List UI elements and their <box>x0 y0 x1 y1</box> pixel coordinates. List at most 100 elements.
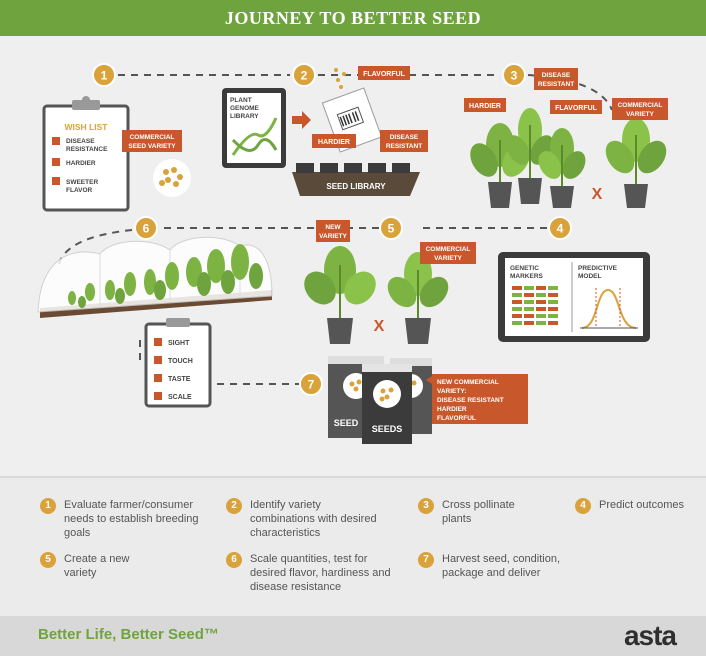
step-circle-7: 7 <box>299 372 323 396</box>
svg-text:SWEETER: SWEETER <box>66 179 98 186</box>
legend-number: 5 <box>40 552 56 568</box>
legend-text: Scale quantities, test for desired flavo… <box>250 553 391 593</box>
seed-dish <box>153 159 191 197</box>
legend-number: 2 <box>226 498 242 514</box>
svg-text:FLAVORFUL: FLAVORFUL <box>363 71 406 78</box>
svg-text:SIGHT: SIGHT <box>168 340 190 347</box>
seed-library-label: SEED LIBRARY <box>326 182 386 191</box>
svg-text:RESISTANT: RESISTANT <box>538 81 574 88</box>
legend-text: Cross pollinate plants <box>442 499 515 525</box>
svg-text:GENETIC: GENETIC <box>510 265 539 272</box>
journey-diagram: 1 2 3 4 5 6 7 WISH <box>37 63 668 444</box>
legend-item-6: 6 Scale quantities, test for desired fla… <box>226 552 400 594</box>
step-number: 5 <box>388 222 395 236</box>
greenhouse <box>37 236 273 318</box>
svg-text:LIBRARY: LIBRARY <box>230 113 259 120</box>
svg-text:COMMERCIAL: COMMERCIAL <box>426 246 471 253</box>
tagline: Better Life, Better Seed™ <box>38 626 219 643</box>
svg-text:DISEASE: DISEASE <box>542 72 571 79</box>
step-circle-2: 2 <box>292 63 316 87</box>
svg-text:TASTE: TASTE <box>168 376 191 383</box>
step-circle-4: 4 <box>548 216 572 240</box>
legend-text: Create a new variety <box>64 553 130 579</box>
hardier-tag-3: HARDIER <box>464 98 506 112</box>
svg-text:NEW: NEW <box>325 224 341 231</box>
predictive-tablet: GENETIC MARKERS PREDICTIVE MODEL <box>498 252 650 342</box>
marker-grid <box>512 286 558 325</box>
svg-text:DISEASE: DISEASE <box>66 138 95 145</box>
step-legend: 1 Evaluate farmer/consumer needs to esta… <box>0 476 706 618</box>
plant-commercial-variety <box>605 118 667 208</box>
svg-text:FLAVORFUL: FLAVORFUL <box>555 105 598 112</box>
step-number: 4 <box>557 222 564 236</box>
asta-logo: asta <box>623 620 677 651</box>
svg-text:COMMERCIAL: COMMERCIAL <box>130 134 175 141</box>
new-commercial-variety-tag: NEW COMMERCIAL VARIETY: DISEASE RESISTAN… <box>426 374 528 424</box>
hardier-tag-2: HARDIER <box>312 134 356 148</box>
footer: Better Life, Better Seed™ asta <box>0 616 706 656</box>
commercial-seed-variety-tag: COMMERCIAL SEED VARIETY <box>122 130 182 152</box>
new-variety-tag: NEW VARIETY <box>316 220 350 242</box>
legend-item-1: 1 Evaluate farmer/consumer needs to esta… <box>40 498 199 540</box>
step-circle-3: 3 <box>502 63 526 87</box>
page-title: JOURNEY TO BETTER SEED <box>224 8 482 28</box>
wishlist-clipboard: WISH LIST DISEASE RESISTANCE HARDIER SWE… <box>42 96 130 212</box>
step-number: 1 <box>101 69 108 83</box>
plant-commercial-5 <box>387 252 449 344</box>
seed-library-box: SEED LIBRARY <box>292 163 420 196</box>
legend-number: 3 <box>418 498 434 514</box>
legend-item-2: 2 Identify variety combinations with des… <box>226 498 385 540</box>
legend-text: Predict outcomes <box>599 499 684 511</box>
step-number: 7 <box>308 378 315 392</box>
flavorful-tag: FLAVORFUL <box>358 66 410 80</box>
svg-text:RESISTANT: RESISTANT <box>386 143 422 150</box>
svg-text:VARIETY: VARIETY <box>626 111 654 118</box>
header-banner: JOURNEY TO BETTER SEED <box>0 0 706 36</box>
step-number: 2 <box>301 69 308 83</box>
svg-text:SEED: SEED <box>334 418 359 428</box>
legend-number: 4 <box>575 498 591 514</box>
plant-new-variety <box>304 246 376 344</box>
legend-item-3: 3 Cross pollinate plants <box>418 498 542 526</box>
svg-text:HARDIER: HARDIER <box>318 139 350 146</box>
svg-text:PLANT: PLANT <box>230 97 252 104</box>
legend-number: 1 <box>40 498 56 514</box>
svg-text:DISEASE: DISEASE <box>390 134 419 141</box>
svg-text:RESISTANCE: RESISTANCE <box>66 146 108 153</box>
legend-item-7: 7 Harvest seed, condition, package and d… <box>418 552 572 580</box>
svg-text:HARDIER: HARDIER <box>66 160 96 167</box>
seed-bag-front: SEEDS <box>362 364 412 444</box>
step-circle-1: 1 <box>92 63 116 87</box>
svg-text:VARIETY: VARIETY <box>434 255 462 262</box>
commercial-variety-tag-3: COMMERCIAL VARIETY <box>612 98 668 120</box>
svg-text:TOUCH: TOUCH <box>168 358 193 365</box>
step-number: 6 <box>143 222 150 236</box>
svg-text:FLAVOR: FLAVOR <box>66 187 93 194</box>
legend-text: Identify variety combinations with desir… <box>250 499 377 539</box>
svg-text:COMMERCIAL: COMMERCIAL <box>618 102 663 109</box>
legend-text: Harvest seed, condition, package and del… <box>442 553 561 579</box>
step-circle-6: 6 <box>134 216 158 240</box>
svg-text:MODEL: MODEL <box>578 273 602 280</box>
legend-number: 6 <box>226 552 242 568</box>
cross-symbol: X <box>374 318 385 335</box>
svg-text:HARDIER: HARDIER <box>437 406 467 413</box>
svg-text:SCALE: SCALE <box>168 394 192 401</box>
disease-resistant-tag-3: DISEASE RESISTANT <box>534 68 578 90</box>
legend-text: Evaluate farmer/consumer needs to establ… <box>64 499 199 539</box>
legend-number: 7 <box>418 552 434 568</box>
cross-symbol: X <box>592 186 603 203</box>
flavorful-tag-3: FLAVORFUL <box>550 100 602 114</box>
svg-text:DISEASE RESISTANT: DISEASE RESISTANT <box>437 397 504 404</box>
legend-item-5: 5 Create a new variety <box>40 552 164 580</box>
genome-tablet: PLANT GENOME LIBRARY <box>222 88 286 168</box>
legend-item-4: 4 Predict outcomes <box>575 498 689 514</box>
wishlist-title: WISH LIST <box>65 122 109 132</box>
svg-text:FLAVORFUL: FLAVORFUL <box>437 415 476 422</box>
arrow-right-icon <box>292 111 311 129</box>
svg-text:SEEDS: SEEDS <box>372 424 403 434</box>
disease-resistant-tag-2: DISEASE RESISTANT <box>380 130 428 152</box>
svg-text:VARIETY:: VARIETY: <box>437 388 466 395</box>
test-clipboard: SIGHT TOUCH TASTE SCALE <box>144 318 212 408</box>
